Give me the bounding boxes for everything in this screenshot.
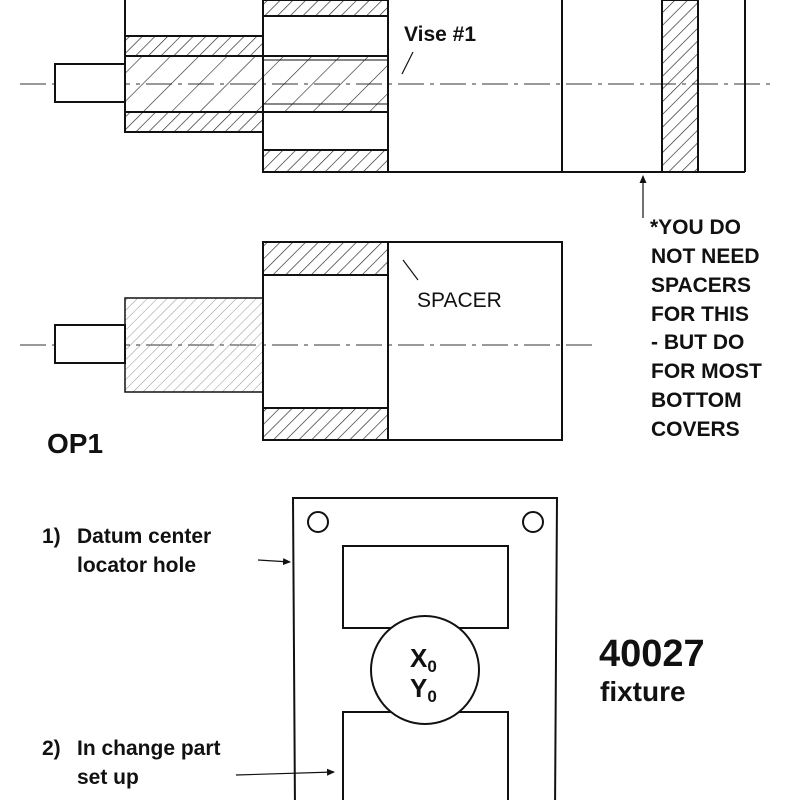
vise-label: Vise #1 xyxy=(404,23,476,46)
shaft-section xyxy=(124,55,389,113)
note-line: FOR MOST xyxy=(651,360,762,383)
step-text: Datum center xyxy=(77,525,211,548)
op1-setup-view xyxy=(20,241,592,441)
step-text: In change part xyxy=(77,737,221,760)
note-line: *YOU DO xyxy=(650,216,741,239)
note-line: COVERS xyxy=(651,418,740,441)
step-2-callout: 2) In change part set up xyxy=(42,737,221,789)
fixture-caption: fixture xyxy=(600,676,686,707)
jaw-lower-strip xyxy=(262,149,389,173)
spacer-label: SPACER xyxy=(417,289,502,312)
note-line: NOT NEED xyxy=(651,245,760,268)
datum-x: X0 xyxy=(410,643,437,676)
note-line: FOR THIS xyxy=(651,303,749,326)
note-line: SPACERS xyxy=(651,274,751,297)
locator-hole-right xyxy=(522,511,544,533)
jaw-upper-strip xyxy=(262,0,389,17)
op1-block xyxy=(262,241,563,441)
center-datum-circle xyxy=(370,615,480,725)
step-1-callout: 1) Datum center locator hole xyxy=(42,525,211,577)
step-text: locator hole xyxy=(77,554,196,577)
spacer-bottom xyxy=(262,407,389,441)
leader-datum xyxy=(257,558,291,566)
spacer-top xyxy=(262,241,389,276)
pin-stub-top xyxy=(54,63,126,103)
op1-shaft-section xyxy=(124,297,264,393)
pin-stub-op1 xyxy=(54,324,126,364)
sleeve-bottom-strip xyxy=(124,111,264,133)
datum-y: Y0 xyxy=(410,673,437,706)
step-text: set up xyxy=(77,766,139,789)
step-number: 1) xyxy=(42,525,61,548)
part-pocket-lower xyxy=(342,711,509,800)
step-number: 2) xyxy=(42,737,61,760)
leader-change-part xyxy=(235,768,335,776)
vise-assembly-view xyxy=(20,0,772,218)
fixture-plate xyxy=(235,497,559,800)
op1-label: OP1 xyxy=(47,428,103,459)
note-line: BOTTOM xyxy=(651,389,742,412)
note-line: - BUT DO xyxy=(651,331,744,354)
spacer-note: *YOU DO NOT NEED SPACERS FOR THIS - BUT … xyxy=(650,216,762,441)
sleeve-top-strip xyxy=(124,35,264,57)
vise-jaw-plate xyxy=(661,0,699,173)
locator-hole-left xyxy=(307,511,329,533)
part-number: 40027 xyxy=(599,633,705,675)
